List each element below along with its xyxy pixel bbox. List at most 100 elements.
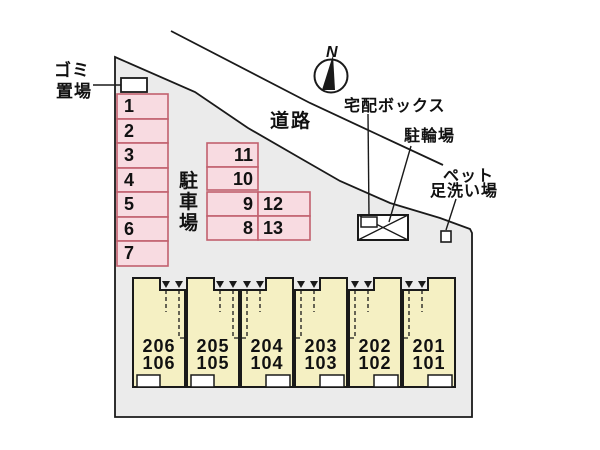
pet-wash-callout-line [445,198,457,231]
stair-dashed-line [401,290,423,339]
building-unit-202: 202 102 [347,277,402,388]
delivery-box-callout-line [367,113,370,217]
parking-lot-label-char1: 駐 [179,169,198,192]
bicycle-parking-area [357,214,409,241]
parking-spot-10-number: 10 [233,169,253,189]
garbage-area-box [120,77,148,93]
unit-number-upper: 205 [196,336,229,356]
parking-spot-9 [206,191,259,217]
bicycle-parking-cross-line2 [357,214,409,241]
parking-spot-2 [116,118,169,144]
parking-spot-6-number: 6 [124,219,134,239]
parking-left-column-numbers: 1 2 3 4 5 6 7 [124,96,134,263]
parking-spot-6 [116,216,169,242]
pet-wash-label: ペット 足洗い場 [430,168,498,200]
unit-number-lower: 105 [196,353,229,373]
building: 206 106 205 105 204 104 [132,277,456,388]
parking-left-column [116,93,169,267]
delivery-box [360,216,378,228]
parking-spot-2-number: 2 [124,121,134,141]
compass: N [313,44,349,94]
parking-spot-11-number: 11 [234,145,253,165]
unit-outline [402,277,456,388]
unit-porch [373,374,399,388]
parking-spot-9-number: 9 [243,194,253,214]
bicycle-parking-callout-line [388,145,412,223]
parking-spot-1 [116,93,169,120]
parking-lot-label-char3: 場 [179,212,198,234]
unit-number-lower: 102 [358,353,391,373]
unit-porch [319,374,345,388]
entrance-triangle-icon [351,281,359,288]
garbage-label-line1: ゴミ [54,60,90,80]
unit-outline [240,277,294,388]
parking-spot-1-number: 1 [124,96,134,116]
stair-dashed-line [219,290,241,339]
parking-spot-11 [206,142,259,168]
compass-needle-icon [322,55,335,90]
building-unit-204: 204 104 [239,277,294,388]
parking-middle-block [206,142,311,241]
entrance-triangle-icon [405,281,413,288]
unit-porch [265,374,291,388]
unit-number-lower: 103 [304,353,337,373]
road-upper-edge-line [170,30,444,166]
unit-number-upper: 206 [142,336,175,356]
parking-spot-12 [257,191,311,217]
unit-number-upper: 202 [358,336,391,356]
unit-number-lower: 104 [250,353,283,373]
entrance-triangle-icon [243,281,251,288]
unit-number-upper: 201 [412,336,445,356]
parking-spot-13-number: 13 [263,218,283,238]
entrance-triangle-icon [418,281,426,288]
parking-spot-4-number: 4 [124,170,134,190]
bicycle-parking-label: 駐輪場 [404,126,455,145]
entrance-triangle-icon [364,281,372,288]
parking-spot-5-number: 5 [124,194,134,214]
entrance-triangle-icon [162,281,170,288]
building-unit-201: 201 101 [401,277,456,388]
parking-spot-12-number: 12 [263,194,283,214]
unit-outline [294,277,348,388]
entrance-triangle-icon [256,281,264,288]
stair-dashed-line [347,290,369,339]
unit-number-lower: 101 [412,353,445,373]
parking-spot-7 [116,240,169,267]
parking-spot-7-number: 7 [124,243,134,263]
unit-number-upper: 203 [304,336,337,356]
entrance-triangle-icon [216,281,224,288]
pet-wash-label-line2: 足洗い場 [430,181,498,200]
unit-porch [427,374,453,388]
north-label: N [326,44,338,61]
parking-spot-4 [116,167,169,193]
parking-middle-block-numbers: 11 10 9 12 8 13 [233,145,283,238]
pet-wash-box [440,230,452,243]
parking-spot-13 [257,215,311,241]
parking-lot-label-char2: 車 [179,190,198,213]
parking-spot-10 [206,166,259,191]
pet-wash-label-line1: ペット [443,168,494,185]
unit-number-upper: 204 [250,336,283,356]
stair-dashed-line [293,290,315,339]
parking-spot-8 [206,215,259,241]
parking-spot-5 [116,191,169,218]
delivery-box-label: 宅配ボックス [344,96,446,115]
garbage-area: ゴミ 置場 [54,60,148,101]
unit-outline [348,277,402,388]
stair-dashed-line [165,290,187,339]
parking-spot-8-number: 8 [243,218,253,238]
stair-dashed-line [239,290,261,339]
road-label: 道路 [270,109,312,132]
building-unit-203: 203 103 [293,277,348,388]
entrance-triangle-icon [297,281,305,288]
garbage-label-line2: 置場 [56,82,92,101]
building-unit-206: 206 106 [132,277,187,388]
parking-lot-label: 駐 車 場 [179,169,198,234]
entrance-triangle-icon [229,281,237,288]
parking-spot-3-number: 3 [124,145,134,165]
entrance-triangle-icon [310,281,318,288]
unit-outline [186,277,240,388]
unit-number-lower: 106 [142,353,175,373]
